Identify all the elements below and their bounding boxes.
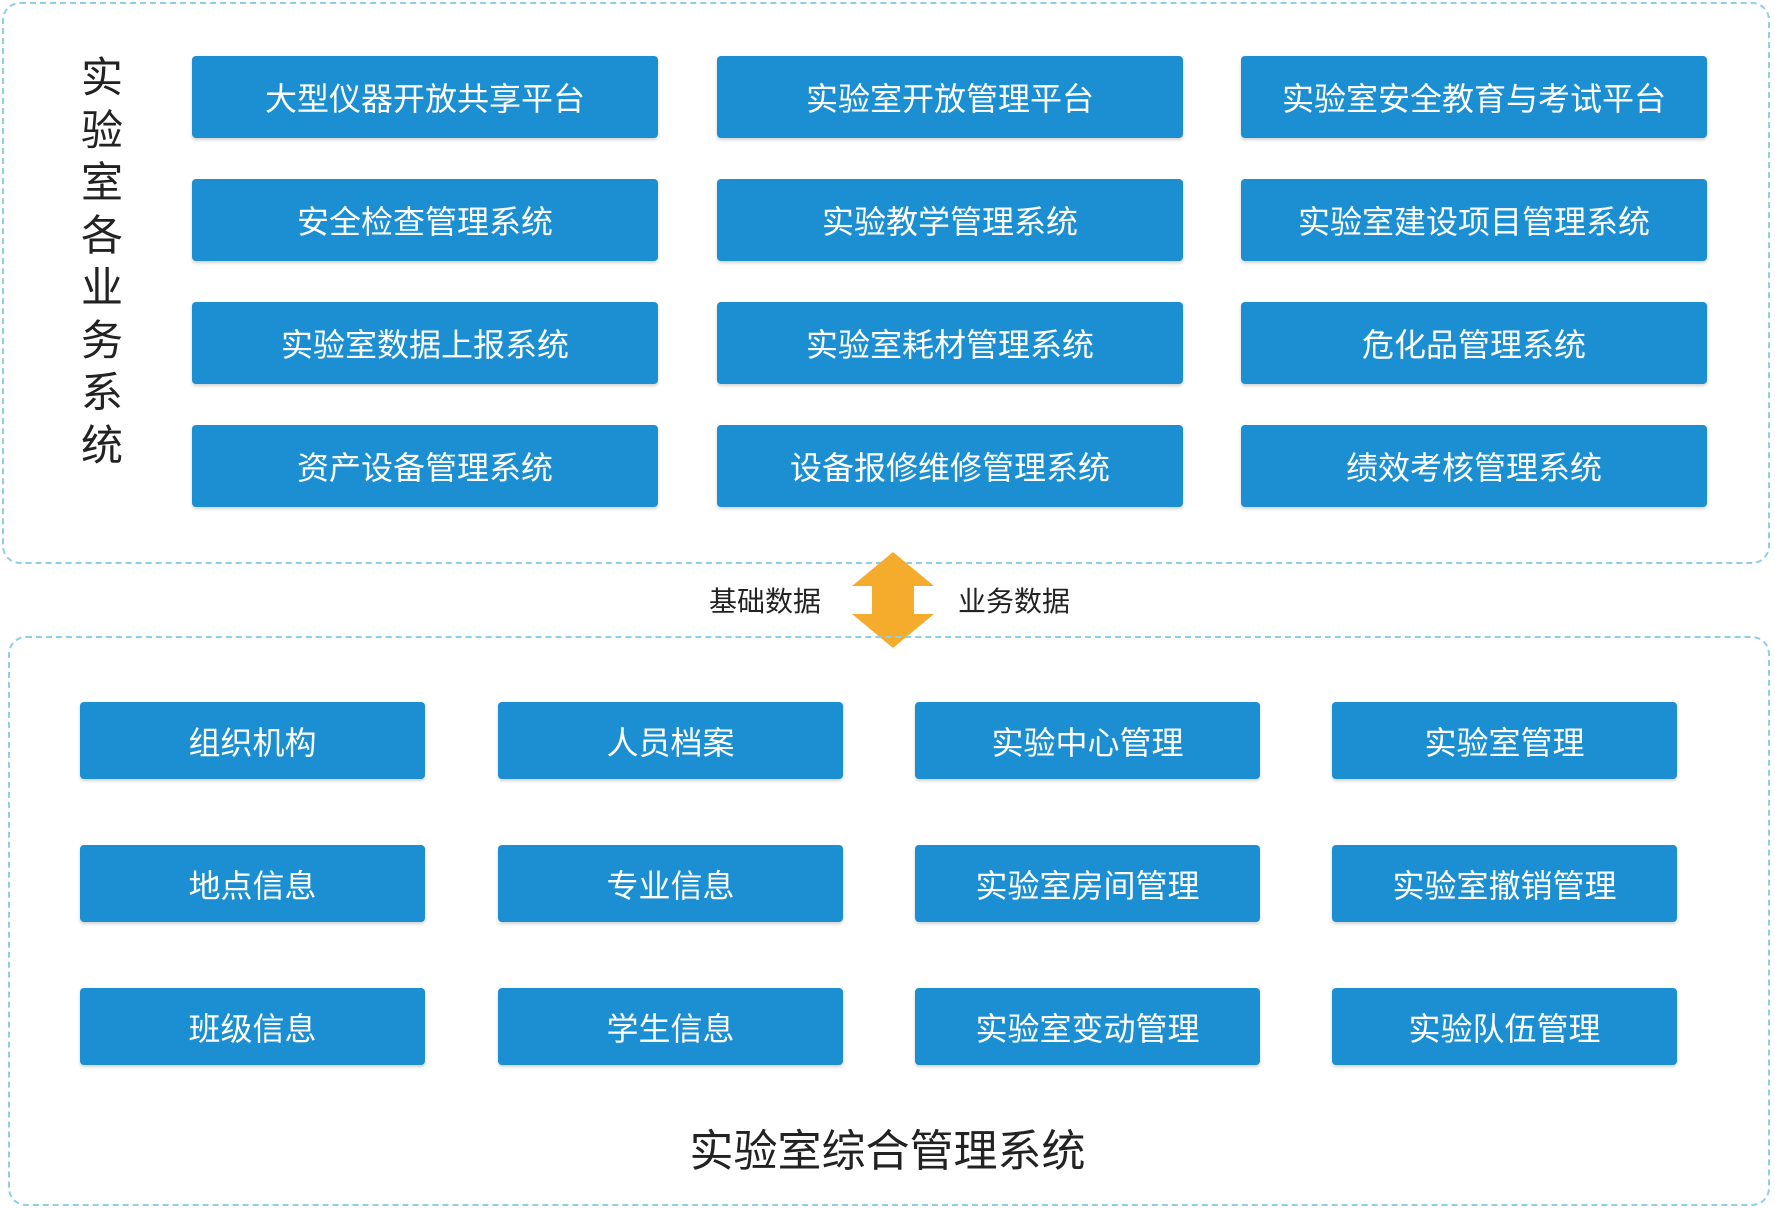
- system-box: 危化品管理系统: [1241, 302, 1707, 384]
- business-systems-title: 实验室各业务系统: [80, 53, 123, 470]
- system-box: 实验室数据上报系统: [192, 302, 658, 384]
- module-box: 实验队伍管理: [1332, 988, 1677, 1065]
- module-box: 实验室撤销管理: [1332, 845, 1677, 922]
- module-box: 地点信息: [80, 845, 425, 922]
- system-box: 实验室耗材管理系统: [717, 302, 1183, 384]
- module-box: 人员档案: [498, 702, 843, 779]
- system-box: 实验室安全教育与考试平台: [1241, 56, 1707, 138]
- system-box: 绩效考核管理系统: [1241, 425, 1707, 507]
- module-box: 实验中心管理: [915, 702, 1260, 779]
- module-box: 实验室变动管理: [915, 988, 1260, 1065]
- system-box: 安全检查管理系统: [192, 179, 658, 261]
- business-data-label: 业务数据: [958, 585, 1071, 618]
- module-box: 实验室房间管理: [915, 845, 1260, 922]
- module-box: 组织机构: [80, 702, 425, 779]
- system-box: 实验室建设项目管理系统: [1241, 179, 1707, 261]
- module-box: 专业信息: [498, 845, 843, 922]
- module-box: 学生信息: [498, 988, 843, 1065]
- integrated-management-panel: [8, 636, 1770, 1206]
- system-box: 设备报修维修管理系统: [717, 425, 1183, 507]
- double-arrow-icon: [852, 552, 934, 648]
- basic-data-label: 基础数据: [709, 585, 822, 618]
- module-box: 班级信息: [80, 988, 425, 1065]
- system-box: 大型仪器开放共享平台: [192, 56, 658, 138]
- system-box: 资产设备管理系统: [192, 425, 658, 507]
- system-box: 实验室开放管理平台: [717, 56, 1183, 138]
- integrated-management-title: 实验室综合管理系统: [689, 1126, 1086, 1177]
- module-box: 实验室管理: [1332, 702, 1677, 779]
- system-box: 实验教学管理系统: [717, 179, 1183, 261]
